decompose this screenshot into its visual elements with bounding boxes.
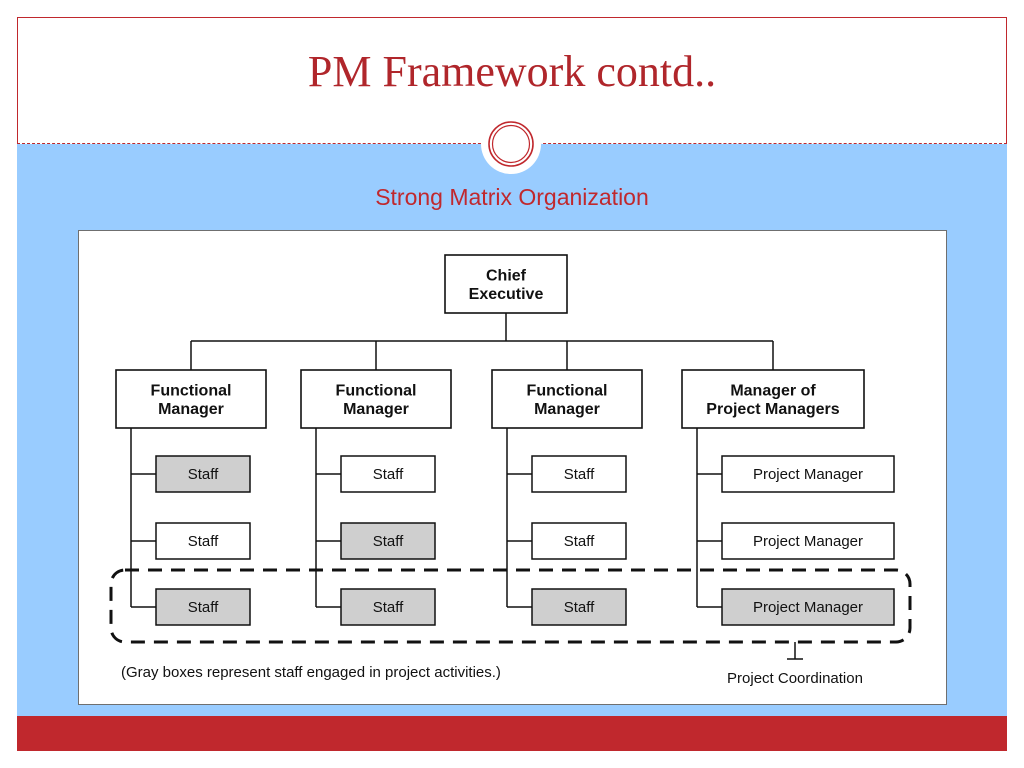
coordination-label: Project Coordination xyxy=(727,670,863,687)
manager-label: Manager xyxy=(534,401,600,418)
manager-box xyxy=(115,369,267,429)
item-label: Staff xyxy=(564,466,595,483)
item-label: Staff xyxy=(188,466,219,483)
item-label: Staff xyxy=(564,599,595,616)
project-manager-box xyxy=(721,588,895,626)
staff-box xyxy=(340,522,436,560)
item-label: Staff xyxy=(188,599,219,616)
item-label: Project Manager xyxy=(753,599,863,616)
item-label: Project Manager xyxy=(753,466,863,483)
manager-label: Functional xyxy=(527,383,608,400)
manager-label: Functional xyxy=(336,383,417,400)
footnote: (Gray boxes represent staff engaged in p… xyxy=(121,664,501,681)
manager-box xyxy=(681,369,865,429)
manager-label: Manager of xyxy=(730,383,816,400)
item-label: Staff xyxy=(373,533,404,550)
item-label: Staff xyxy=(373,466,404,483)
circle-ornament-icon xyxy=(481,114,541,174)
item-label: Project Manager xyxy=(753,533,863,550)
manager-label: Manager xyxy=(158,401,224,418)
manager-box xyxy=(300,369,452,429)
staff-box xyxy=(155,455,251,493)
staff-box xyxy=(155,588,251,626)
item-label: Staff xyxy=(564,533,595,550)
manager-box xyxy=(491,369,643,429)
project-manager-box xyxy=(721,522,895,560)
staff-box xyxy=(531,455,627,493)
manager-label: Project Managers xyxy=(706,401,839,418)
slide-title: PM Framework contd.. xyxy=(307,47,717,96)
staff-box xyxy=(155,522,251,560)
item-label: Staff xyxy=(373,599,404,616)
manager-label: Manager xyxy=(343,401,409,418)
staff-box xyxy=(340,588,436,626)
footer-bar xyxy=(17,716,1007,751)
root-label: Chief xyxy=(486,268,527,285)
root-label: Executive xyxy=(469,286,544,303)
slide-subtitle: Strong Matrix Organization xyxy=(375,184,649,210)
staff-box xyxy=(340,455,436,493)
manager-label: Functional xyxy=(151,383,232,400)
item-label: Staff xyxy=(188,533,219,550)
staff-box xyxy=(531,522,627,560)
project-coordination-outline xyxy=(109,568,912,644)
org-chart: ChiefExecutiveFunctionalManagerStaffStaf… xyxy=(109,254,912,687)
staff-box xyxy=(531,588,627,626)
project-manager-box xyxy=(721,455,895,493)
